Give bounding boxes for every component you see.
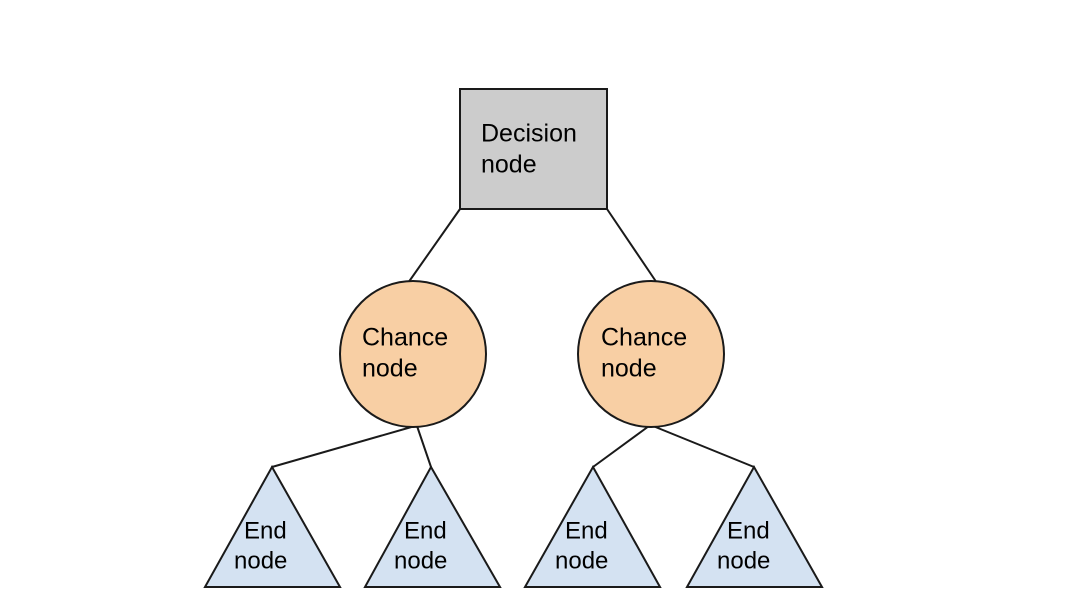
node-end-2[interactable]: End node bbox=[363, 464, 502, 588]
chance-node-left-circle[interactable] bbox=[339, 280, 487, 428]
node-end-1[interactable]: End node bbox=[203, 464, 342, 588]
node-end-3[interactable]: End node bbox=[523, 464, 662, 588]
edge-group bbox=[271, 208, 755, 468]
edge-decision-to-chance-left bbox=[407, 208, 461, 284]
end-node-3-triangle[interactable] bbox=[523, 464, 662, 588]
node-decision[interactable]: Decision node bbox=[459, 88, 608, 210]
end-node-1-triangle[interactable] bbox=[203, 464, 342, 588]
end-node-3-label-line1: End bbox=[565, 517, 608, 544]
end-node-4-label-line1: End bbox=[727, 517, 770, 544]
decision-node-rect[interactable] bbox=[459, 88, 608, 210]
chance-node-right-label-line2: node bbox=[601, 355, 657, 383]
end-node-2-triangle[interactable] bbox=[363, 464, 502, 588]
end-node-3-label-line2: node bbox=[555, 547, 608, 574]
chance-node-left-label-line1: Chance bbox=[362, 324, 448, 352]
node-end-4[interactable]: End node bbox=[685, 464, 824, 588]
node-chance-right[interactable]: Chance node bbox=[577, 280, 725, 428]
decision-node-label-line1: Decision bbox=[481, 120, 577, 148]
chance-node-left-label-line2: node bbox=[362, 355, 418, 383]
end-node-2-label-line2: node bbox=[394, 547, 447, 574]
edge-chance-right-to-end-4 bbox=[652, 425, 755, 468]
end-node-1-label-line2: node bbox=[234, 547, 287, 574]
end-node-2-label-line1: End bbox=[404, 517, 447, 544]
edge-decision-to-chance-right bbox=[606, 208, 658, 284]
end-node-1-label-line1: End bbox=[244, 517, 287, 544]
end-node-4-triangle[interactable] bbox=[685, 464, 824, 588]
end-node-4-label-line2: node bbox=[717, 547, 770, 574]
decision-node-label-line2: node bbox=[481, 151, 537, 179]
chance-node-right-label-line1: Chance bbox=[601, 324, 687, 352]
node-chance-left[interactable]: Chance node bbox=[339, 280, 487, 428]
chance-node-right-circle[interactable] bbox=[577, 280, 725, 428]
edge-chance-left-to-end-1 bbox=[271, 425, 416, 468]
edge-chance-left-to-end-2 bbox=[416, 425, 432, 468]
edge-chance-right-to-end-3 bbox=[592, 425, 650, 468]
